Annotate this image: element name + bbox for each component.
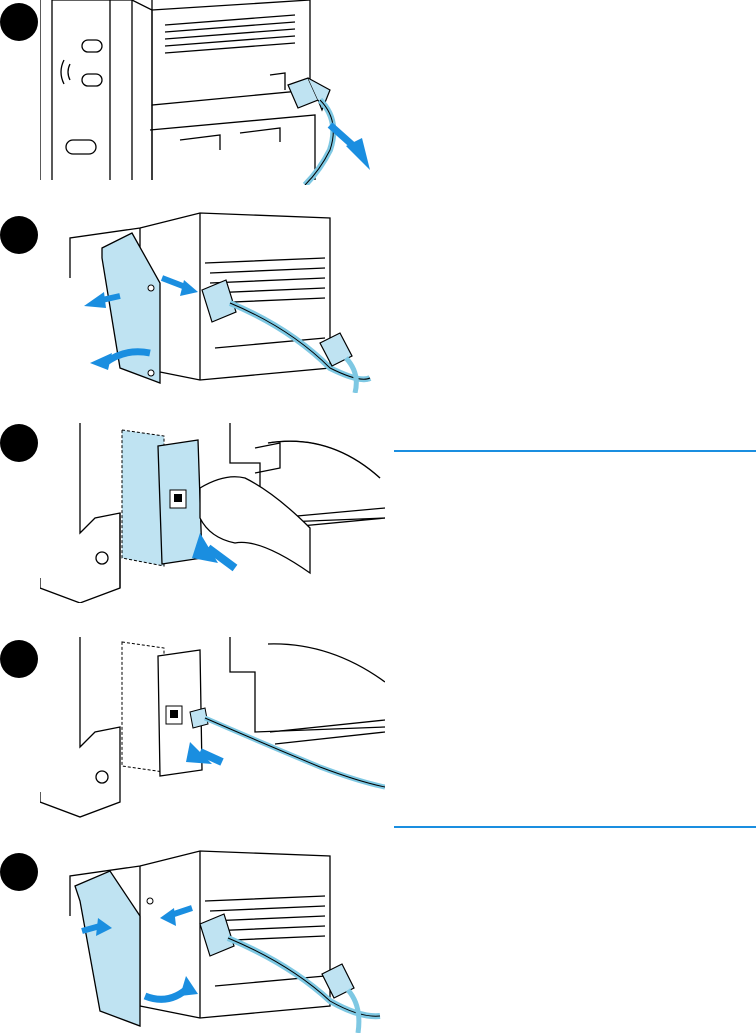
step-2-badge: [0, 216, 38, 254]
step-2-illustration: [40, 208, 380, 393]
step-3-illustration: [40, 418, 385, 603]
step-5-illustration: [40, 846, 385, 1033]
step-5-badge: [0, 853, 38, 891]
step-4-illustration: [40, 632, 385, 822]
step-1-badge: [0, 3, 38, 41]
section-divider-top: [394, 450, 756, 452]
step-4-badge: [0, 640, 38, 678]
step-3-badge: [0, 424, 38, 462]
section-divider-bottom: [394, 826, 756, 828]
step-1-illustration: [40, 0, 380, 185]
